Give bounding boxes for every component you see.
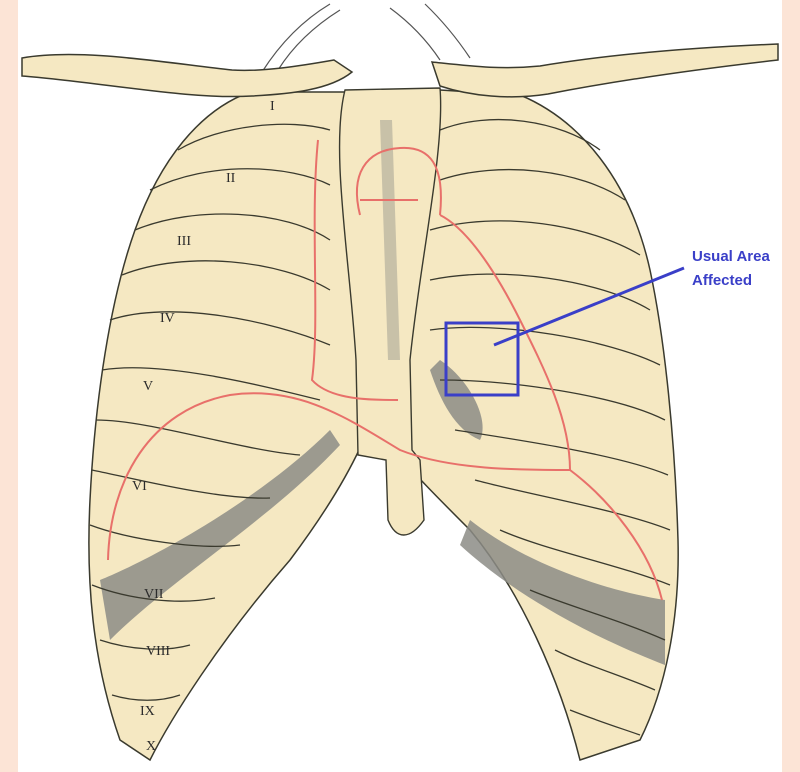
rib-label-4: IV [160,311,175,326]
rib-label-9: IX [140,704,155,719]
rib-label-1: I [270,99,275,114]
rib-label-6: VI [132,479,147,494]
rib-label-5: V [143,379,153,394]
rib-label-8: VIII [146,644,170,659]
rib-label-3: III [177,234,191,249]
rib-label-7: VII [144,587,164,602]
rib-label-10: X [146,739,156,754]
callout-label-line2: Affected [692,272,752,289]
rib-label-2: II [226,171,236,186]
callout-label-line1: Usual Area [692,248,770,265]
